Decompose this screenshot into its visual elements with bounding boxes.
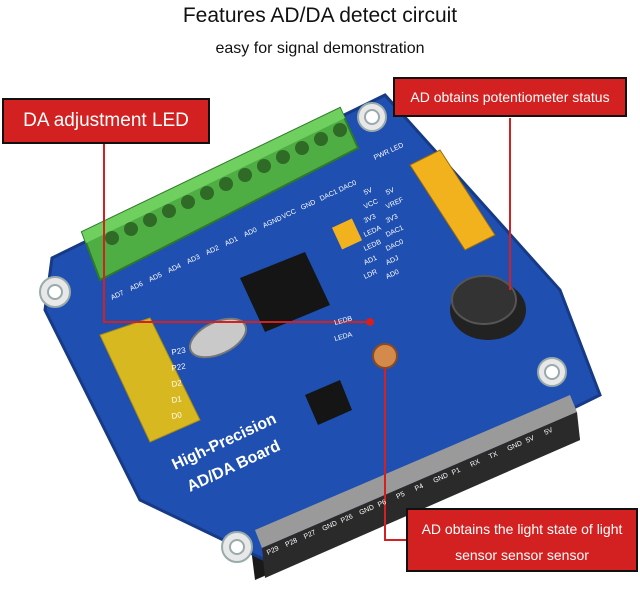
led-label: LEDB [334, 315, 354, 327]
callout-potentiometer-text: AD obtains potentiometer status [410, 89, 610, 105]
gpio-label: P5 [395, 491, 406, 501]
callout-light-sensor-line2: sensor sensor sensor [455, 547, 589, 563]
small-ic [305, 380, 352, 425]
yellow-pin-header [99, 317, 201, 443]
jumper-label: 5V [385, 187, 396, 197]
jumper-small [331, 218, 363, 250]
screw-terminal [80, 106, 360, 282]
left-pin-label: D2 [171, 378, 183, 389]
callout-lines [103, 118, 511, 541]
jumper-label: 3V3 [363, 213, 377, 225]
page-title: Features AD/DA detect circuit [182, 4, 458, 27]
pointer-dot [366, 318, 374, 326]
mounting-holes [39, 102, 567, 563]
jumper-label: 3V3 [385, 213, 399, 225]
gpio-label: P27 [303, 529, 317, 541]
gpio-label: P4 [414, 483, 425, 493]
gpio-label: TX [488, 451, 499, 461]
crystal [188, 317, 248, 359]
gpio-label: P1 [451, 467, 462, 477]
gpio-label: P6 [377, 499, 388, 509]
callout-light-sensor: AD obtains the light state of light sens… [406, 508, 638, 572]
gpio-label: RX [469, 458, 481, 469]
light-sensor [372, 343, 398, 369]
gpio-label: 5V [543, 427, 554, 437]
left-pin-label: D0 [171, 410, 183, 421]
potentiometer [450, 275, 526, 340]
callout-da-led-text: DA adjustment LED [23, 110, 189, 131]
callout-light-sensor-line1: AD obtains the light state of light [421, 521, 623, 537]
gpio-label: P29 [266, 545, 280, 557]
left-pin-label: D1 [171, 394, 183, 405]
left-pin-label: P23 [171, 346, 187, 357]
gpio-label: P28 [284, 537, 298, 549]
page-subtitle: easy for signal demonstration [215, 40, 425, 57]
gpio-header [255, 395, 580, 578]
callout-potentiometer: AD obtains potentiometer status [393, 77, 627, 117]
main-ic [240, 252, 330, 332]
left-pin-label: P22 [171, 362, 187, 373]
gpio-label: 5V [525, 435, 536, 445]
jumper-label: 5V [363, 187, 374, 197]
gpio-label: P26 [340, 513, 354, 525]
jumper-label: ADJ [385, 255, 400, 267]
led-label: LEDA [334, 331, 354, 343]
jumper-block [409, 149, 496, 251]
callout-da-led: DA adjustment LED [2, 98, 210, 144]
